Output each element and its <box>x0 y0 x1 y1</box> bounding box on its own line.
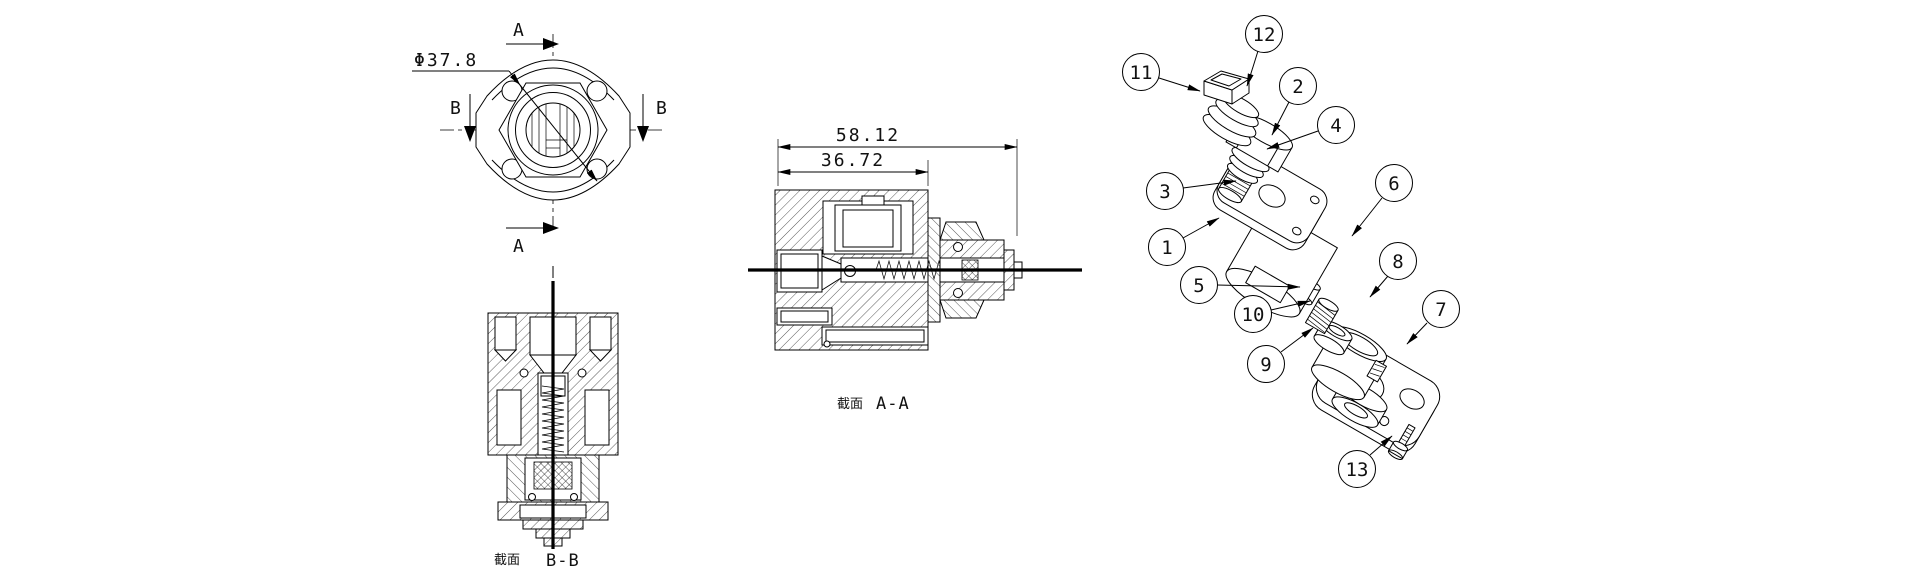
balloon-7: 7 <box>1422 290 1460 328</box>
balloon-leaders <box>1158 50 1428 456</box>
dimension-36-72: 36.72 <box>777 150 929 186</box>
dimension-58-12: 58.12 <box>777 125 1018 236</box>
balloon-5: 5 <box>1180 266 1218 304</box>
section-label-b-right: B <box>656 98 667 119</box>
top-view: A A B B Φ37.8 <box>412 20 667 257</box>
balloon-12-number: 12 <box>1253 24 1276 46</box>
balloon-8: 8 <box>1379 242 1417 280</box>
section-label-a-top: A <box>513 20 524 41</box>
section-arrow-a-top: A <box>506 20 559 50</box>
balloon-6-number: 6 <box>1388 173 1399 195</box>
balloon-4: 4 <box>1317 106 1355 144</box>
dim-inner-text: 36.72 <box>821 150 885 171</box>
section-arrow-b-right: B <box>637 94 667 142</box>
o-ring <box>577 368 587 378</box>
o-ring <box>953 288 963 298</box>
section-aa-caption: A-A <box>876 394 910 414</box>
o-ring <box>953 242 963 252</box>
diameter-label: Φ37.8 <box>414 50 478 71</box>
balloon-1: 1 <box>1148 228 1186 266</box>
diameter-dimension: Φ37.8 <box>412 50 598 182</box>
section-label-b-left: B <box>450 98 461 119</box>
balloon-2: 2 <box>1279 67 1317 105</box>
section-bb-caption: B-B <box>546 551 580 571</box>
section-arrow-b-left: B <box>450 94 476 142</box>
section-arrow-a-bottom: A <box>506 222 559 257</box>
section-aa-view: 58.12 36.72 截面 A-A <box>748 125 1082 414</box>
balloon-5-number: 5 <box>1193 275 1204 297</box>
section-bb-view: 截面 B-B <box>487 266 619 571</box>
balloon-1-number: 1 <box>1161 237 1172 259</box>
balloon-9-number: 9 <box>1260 354 1271 376</box>
balloon-2-number: 2 <box>1292 76 1303 98</box>
section-aa-caption-prefix: 截面 <box>837 397 863 412</box>
balloon-6: 6 <box>1375 164 1413 202</box>
section-label-a-bottom: A <box>513 236 524 257</box>
bolt-hole <box>586 80 608 102</box>
balloon-12: 12 <box>1245 15 1283 53</box>
section-bb-caption-prefix: 截面 <box>494 553 520 568</box>
bolt-hole <box>586 158 608 180</box>
part-connector <box>1203 70 1250 105</box>
balloon-9: 9 <box>1247 345 1285 383</box>
balloon-13-number: 13 <box>1346 459 1369 481</box>
exploded-view: 1 2 3 4 5 6 7 8 9 10 11 12 <box>1122 15 1460 488</box>
o-ring <box>519 368 529 378</box>
balloon-7-number: 7 <box>1435 299 1446 321</box>
balloon-10: 10 <box>1234 295 1272 333</box>
balloon-10-number: 10 <box>1242 304 1265 326</box>
flange-slot-hole <box>1399 388 1425 410</box>
balloon-4-number: 4 <box>1330 115 1341 137</box>
balloon-11: 11 <box>1122 53 1160 91</box>
part-spring <box>1304 297 1339 335</box>
balloon-13: 13 <box>1338 450 1376 488</box>
part-screw <box>1387 423 1416 460</box>
balloon-3-number: 3 <box>1159 181 1170 203</box>
balloon-8-number: 8 <box>1392 251 1403 273</box>
dim-outer-text: 58.12 <box>836 125 900 146</box>
balloon-3: 3 <box>1146 172 1184 210</box>
center-bore <box>525 102 581 158</box>
balloon-11-number: 11 <box>1130 62 1153 84</box>
part-ring-stack <box>1202 93 1260 147</box>
